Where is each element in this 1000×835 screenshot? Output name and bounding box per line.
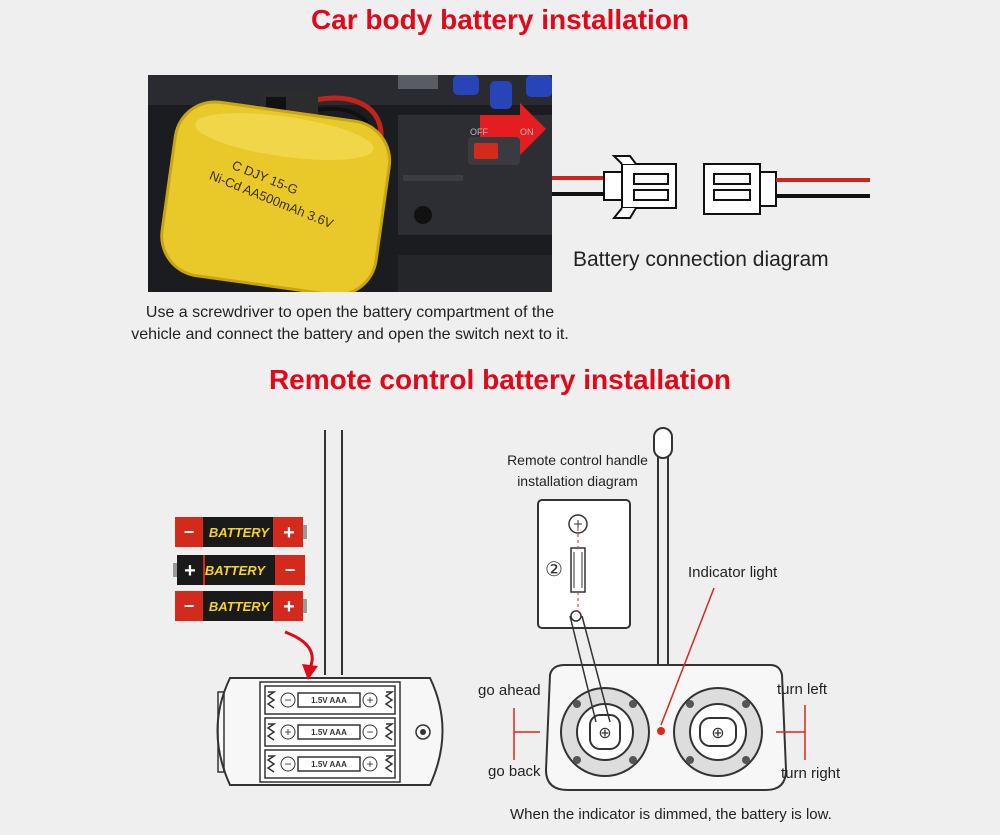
instruction-text: Use a screwdriver to open the battery co… (0, 302, 700, 346)
low-battery-note: When the indicator is dimmed, the batter… (510, 806, 832, 823)
switch-on-label: ON (520, 127, 534, 137)
handle-installation-caption: Remote control handle installation diagr… (500, 450, 655, 492)
battery-brand-1: BATTERY (209, 525, 271, 540)
turn-right-label: turn right (781, 765, 840, 782)
car-body-heading: Car body battery installation (0, 4, 1000, 36)
handle-caption-line-2: installation diagram (500, 471, 655, 492)
svg-text:+: + (283, 596, 295, 618)
go-ahead-label: go ahead (478, 682, 541, 699)
svg-text:⊕: ⊕ (598, 725, 611, 742)
connection-diagram (552, 150, 870, 230)
handle-caption-line-1: Remote control handle (500, 450, 655, 471)
connection-diagram-caption: Battery connection diagram (573, 249, 829, 271)
aaa-batteries: − + BATTERY + − BATTERY − + BATTERY (173, 515, 308, 625)
svg-text:+: + (366, 693, 373, 707)
go-back-label: go back (488, 763, 541, 780)
svg-text:−: − (285, 560, 296, 580)
battery-brand-3: BATTERY (209, 599, 271, 614)
turn-left-label: turn left (777, 681, 827, 698)
svg-text:−: − (184, 522, 195, 542)
remote-battery-compartment-diagram: − + + − − + 1.5V AAA 1.5V AAA 1.5V AAA (170, 430, 460, 830)
svg-text:+: + (366, 757, 373, 771)
svg-text:⊕: ⊕ (711, 725, 724, 742)
svg-text:+: + (283, 522, 295, 544)
remote-heading: Remote control battery installation (0, 364, 1000, 396)
instruction-line-2: vehicle and connect the battery and open… (0, 324, 700, 346)
svg-text:−: − (184, 596, 195, 616)
indicator-light-label: Indicator light (688, 564, 777, 581)
svg-text:−: − (366, 725, 373, 739)
battery-brand-2: BATTERY (205, 563, 267, 578)
battery-compartment-photo: OFF ON C DJY 15-G Ni-Cd AA500mAh 3.6V (148, 75, 552, 292)
svg-text:+: + (184, 560, 196, 582)
aaa-battery-3: − + BATTERY (175, 591, 307, 621)
indicator-light (657, 727, 665, 735)
svg-text:−: − (284, 693, 291, 707)
cell-label-2: 1.5V AAA (311, 728, 347, 737)
switch-off-label: OFF (470, 127, 488, 137)
aaa-battery-2: + − BATTERY (173, 555, 305, 585)
aaa-battery-1: − + BATTERY (175, 517, 307, 547)
cell-label-3: 1.5V AAA (311, 760, 347, 769)
cell-label-1: 1.5V AAA (311, 696, 347, 705)
svg-text:−: − (284, 757, 291, 771)
step-number: ② (545, 559, 563, 581)
instruction-line-1: Use a screwdriver to open the battery co… (0, 302, 700, 324)
svg-text:+: + (284, 725, 291, 739)
